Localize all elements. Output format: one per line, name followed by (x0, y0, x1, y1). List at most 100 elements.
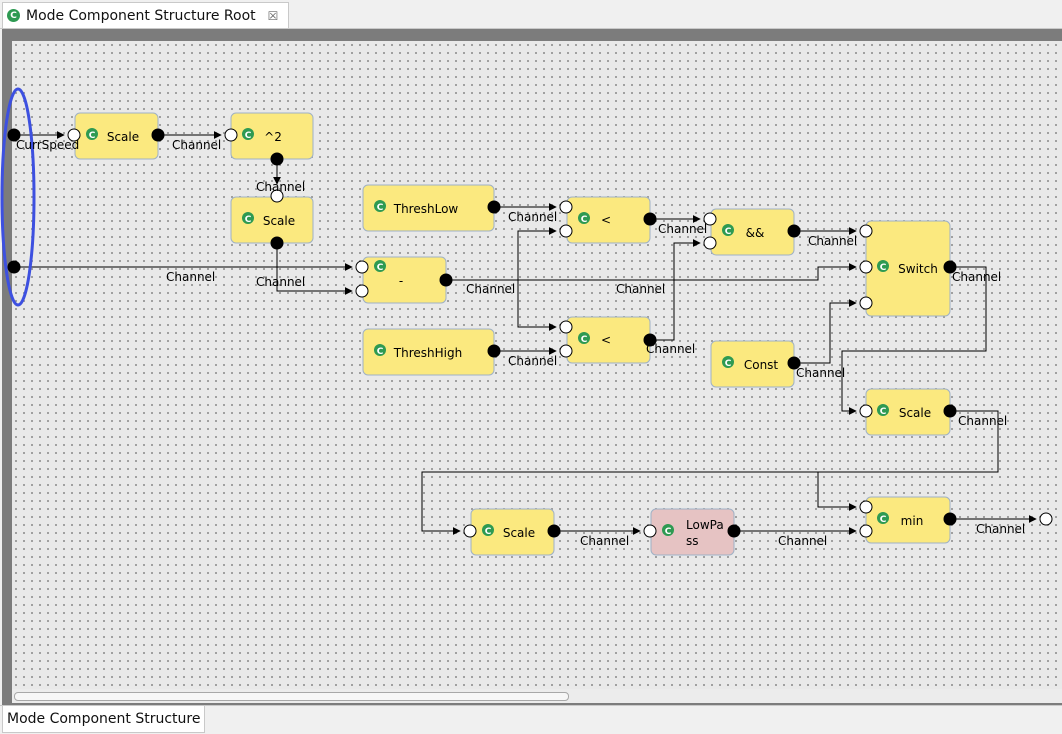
threshhigh-block[interactable]: C ThreshHigh (362, 328, 495, 376)
input-port (559, 320, 573, 334)
block-label-line1: LowPa (686, 518, 724, 532)
channel-label: Channel (172, 138, 221, 152)
input-port (224, 128, 238, 142)
component-icon (374, 200, 386, 212)
channel-label: Channel (952, 270, 1001, 284)
wire (276, 244, 353, 295)
component-icon (722, 224, 734, 236)
labels: CurrSpeed Channel Channel Channel Channe… (16, 138, 1025, 548)
component-icon-glyph: C (581, 335, 588, 345)
output-port (643, 333, 657, 347)
output-port (943, 260, 957, 274)
output-port (643, 212, 657, 226)
scale-block-2[interactable]: C Scale (230, 196, 314, 244)
input-port (643, 524, 657, 538)
input-port (859, 260, 873, 274)
input-port (1039, 512, 1053, 526)
channel-label: Channel (646, 342, 695, 356)
bottom-tab[interactable]: Mode Component Structure (2, 706, 206, 733)
scrollbar-thumb[interactable] (14, 692, 569, 701)
block-label: < (601, 333, 611, 347)
minus-block[interactable]: C - (362, 256, 447, 304)
output-port (270, 152, 284, 166)
port-label: CurrSpeed (16, 138, 79, 152)
component-icon-glyph: C (377, 347, 384, 357)
min-block[interactable]: C min (865, 496, 951, 544)
block-label: Scale (503, 526, 535, 540)
component-icon (374, 344, 386, 356)
component-icon (374, 260, 386, 272)
output-port (270, 236, 284, 250)
scale-block-1[interactable]: C Scale (74, 112, 159, 160)
component-icon (86, 128, 98, 140)
input-port (355, 284, 369, 298)
block-label: ThreshHigh (393, 346, 462, 360)
block-label: < (601, 213, 611, 227)
channel-label: Channel (256, 275, 305, 289)
component-icon (877, 512, 889, 524)
component-icon (242, 212, 254, 224)
const-block[interactable]: C Const (710, 340, 795, 388)
channel-label: Channel (166, 270, 215, 284)
component-icon (482, 524, 494, 536)
component-icon (722, 356, 734, 368)
input-port (859, 500, 873, 514)
diagram-canvas[interactable] (12, 41, 1062, 689)
channel-label: Channel (976, 522, 1025, 536)
input-port (559, 344, 573, 358)
editor-tab-title: Mode Component Structure Root (26, 7, 256, 24)
input-port (859, 224, 873, 238)
component-icon-glyph: C (665, 527, 672, 537)
input-port (355, 260, 369, 274)
output-port (787, 224, 801, 238)
wires (14, 131, 1037, 535)
bottom-tab-title: Mode Component Structure (7, 711, 201, 727)
component-icon-glyph: C (245, 215, 252, 225)
switch-block[interactable]: C Switch (865, 220, 951, 317)
component-icon: C (7, 9, 20, 22)
channel-label: Channel (778, 534, 827, 548)
bottom-tab-bar: Mode Component Structure (0, 705, 1062, 734)
horizontal-scrollbar[interactable] (12, 689, 1062, 703)
editor-tab-bar: C Mode Component Structure Root ☒ (0, 0, 1062, 29)
diagram[interactable]: C Scale C ^2 C Scale C ThreshLow C Thres… (0, 0, 1062, 705)
input-port (270, 189, 284, 203)
wire (817, 472, 857, 511)
wire (517, 280, 557, 331)
scale-block-3[interactable]: C Scale (865, 388, 951, 436)
output-port (487, 200, 501, 214)
output-port (727, 524, 741, 538)
output-port (151, 128, 165, 142)
channel-label: Channel (508, 354, 557, 368)
input-port (859, 524, 873, 538)
ports (7, 128, 1053, 538)
output-port (7, 128, 21, 142)
threshlow-block[interactable]: C ThreshLow (362, 184, 495, 232)
wire (794, 299, 857, 364)
component-icon-glyph: C (581, 215, 588, 225)
component-icon (662, 524, 674, 536)
close-icon[interactable]: ☒ (267, 8, 279, 23)
wire (421, 410, 999, 535)
block-label: Scale (107, 130, 139, 144)
less-than-block-1[interactable]: C < (566, 196, 651, 244)
component-icon (578, 212, 590, 224)
channel-label: Channel (256, 180, 305, 194)
component-icon (877, 260, 889, 272)
component-icon-glyph: C (725, 227, 732, 237)
square-block[interactable]: C ^2 (230, 112, 314, 160)
less-than-block-2[interactable]: C < (566, 316, 651, 364)
scale-block-4[interactable]: C Scale (470, 508, 555, 556)
and-block[interactable]: C && (710, 208, 795, 256)
input-port (463, 524, 477, 538)
block-label-line2: ss (686, 534, 699, 548)
component-icon (242, 128, 254, 140)
lowpass-block[interactable]: C LowPa ss (650, 508, 735, 556)
block-label: Const (744, 358, 779, 372)
block-label: Scale (899, 406, 931, 420)
wire (650, 239, 701, 341)
channel-label: Channel (658, 222, 707, 236)
editor-tab[interactable]: C Mode Component Structure Root ☒ (2, 2, 290, 28)
selection-ellipse (0, 87, 36, 307)
channel-label: Channel (808, 234, 857, 248)
